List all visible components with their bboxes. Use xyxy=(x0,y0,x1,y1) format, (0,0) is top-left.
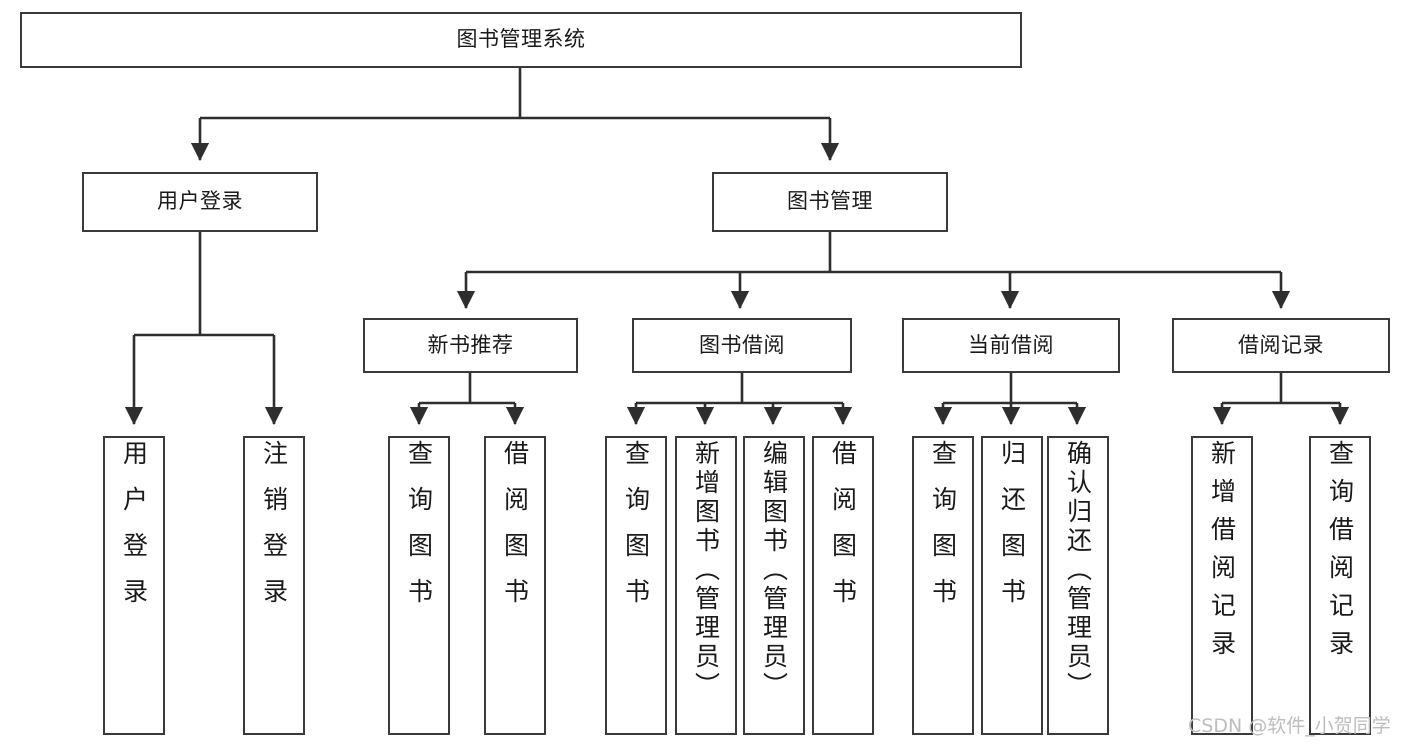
node-label: 借阅图书 xyxy=(828,440,858,624)
leaf-user-login-login[interactable]: 用户登录 xyxy=(103,436,165,735)
node-label: 确认归还（管理员） xyxy=(1063,440,1093,701)
leaf-book-borrow-query-book[interactable]: 查询图书 xyxy=(605,436,667,735)
leaf-current-borrow-confirm-return-admin[interactable]: 确认归还（管理员） xyxy=(1047,436,1109,735)
node-book-borrow[interactable]: 图书借阅 xyxy=(632,318,852,373)
leaf-borrow-record-add-record[interactable]: 新增借阅记录 xyxy=(1191,436,1253,735)
node-label: 图书管理 xyxy=(787,189,873,214)
node-label: 当前借阅 xyxy=(968,332,1054,357)
node-label: 图书借阅 xyxy=(699,332,785,357)
node-label: 借阅记录 xyxy=(1238,332,1324,357)
node-label: 新增借阅记录 xyxy=(1207,440,1237,668)
node-new-book-recommend[interactable]: 新书推荐 xyxy=(363,318,578,373)
node-label: 借阅图书 xyxy=(500,440,530,624)
node-label: 注销登录 xyxy=(259,440,289,624)
node-label: 编辑图书（管理员） xyxy=(759,440,789,701)
leaf-book-borrow-edit-book-admin[interactable]: 编辑图书（管理员） xyxy=(743,436,805,735)
node-borrow-record[interactable]: 借阅记录 xyxy=(1172,318,1390,373)
leaf-new-book-query-book[interactable]: 查询图书 xyxy=(388,436,450,735)
node-label: 图书管理系统 xyxy=(456,27,586,52)
node-label: 新增图书（管理员） xyxy=(691,440,721,701)
csdn-watermark: CSDN @软件_小贺同学 xyxy=(1188,715,1391,737)
leaf-current-borrow-query-book[interactable]: 查询图书 xyxy=(912,436,974,735)
node-book-management[interactable]: 图书管理 xyxy=(712,172,948,232)
node-label: 用户登录 xyxy=(157,189,243,214)
node-label: 查询图书 xyxy=(404,440,434,624)
leaf-book-borrow-add-book-admin[interactable]: 新增图书（管理员） xyxy=(675,436,737,735)
node-label: 查询图书 xyxy=(928,440,958,624)
node-root-book-management-system[interactable]: 图书管理系统 xyxy=(20,12,1022,68)
node-label: 用户登录 xyxy=(119,440,149,624)
node-label: 查询借阅记录 xyxy=(1325,440,1355,668)
leaf-new-book-borrow-book[interactable]: 借阅图书 xyxy=(484,436,546,735)
leaf-current-borrow-return-book[interactable]: 归还图书 xyxy=(981,436,1043,735)
leaf-borrow-record-query-record[interactable]: 查询借阅记录 xyxy=(1309,436,1371,735)
node-current-borrow[interactable]: 当前借阅 xyxy=(902,318,1120,373)
node-user-login[interactable]: 用户登录 xyxy=(82,172,318,232)
node-label: 新书推荐 xyxy=(427,332,514,357)
node-label: 归还图书 xyxy=(997,440,1027,624)
node-label: 查询图书 xyxy=(621,440,651,624)
leaf-user-login-logout[interactable]: 注销登录 xyxy=(243,436,305,735)
leaf-book-borrow-borrow-book[interactable]: 借阅图书 xyxy=(812,436,874,735)
